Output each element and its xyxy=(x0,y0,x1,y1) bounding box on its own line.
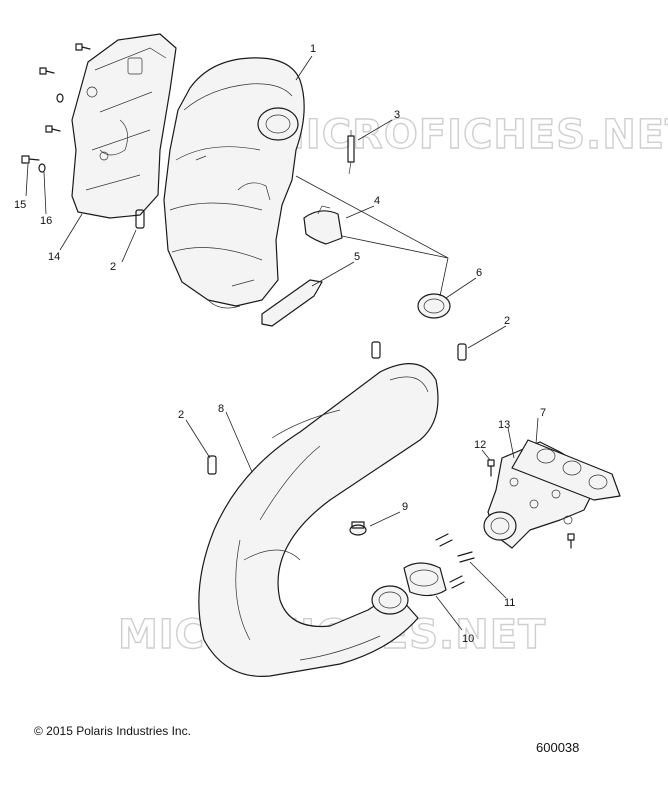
callout-1: 1 xyxy=(310,43,316,55)
bolts-12 xyxy=(487,459,575,549)
callout-2-right: 2 xyxy=(504,315,510,327)
callout-7: 7 xyxy=(540,407,546,419)
callout-4: 4 xyxy=(374,195,380,207)
heat-shield-14 xyxy=(71,33,177,219)
springs-2 xyxy=(135,209,467,475)
coupler-10 xyxy=(403,562,447,597)
grommet-9 xyxy=(349,521,367,536)
callout-8: 8 xyxy=(218,403,224,415)
clip-4 xyxy=(303,205,343,245)
callout-2-left: 2 xyxy=(110,261,116,273)
seal-6 xyxy=(417,293,451,319)
callout-9: 9 xyxy=(402,501,408,513)
watermark-top: MICROFICHES.NET xyxy=(265,112,668,158)
callout-2-lower: 2 xyxy=(178,409,184,421)
exhaust-pipe-8 xyxy=(198,363,439,677)
callout-10: 10 xyxy=(462,633,474,645)
callout-6: 6 xyxy=(476,267,482,279)
bolts-left xyxy=(21,43,91,173)
callout-numbers: 1 3 4 5 6 2 2 2 8 9 10 11 12 13 7 14 15 … xyxy=(14,43,546,645)
gasket-7 xyxy=(511,439,621,501)
callout-16: 16 xyxy=(40,215,52,227)
diagram-id: 600038 xyxy=(536,740,580,755)
guard-5 xyxy=(261,279,323,327)
callout-15: 15 xyxy=(14,199,26,211)
muffler-1 xyxy=(163,57,305,309)
callout-11: 11 xyxy=(504,597,515,609)
callout-12: 12 xyxy=(474,439,486,451)
leader-lines xyxy=(25,55,539,631)
springs-11 xyxy=(435,533,475,589)
callout-13: 13 xyxy=(498,419,510,431)
callout-14: 14 xyxy=(48,251,60,263)
callout-5: 5 xyxy=(354,251,360,263)
spring-3 xyxy=(347,130,355,175)
copyright-text: © 2015 Polaris Industries Inc. xyxy=(34,724,191,738)
callout-3: 3 xyxy=(394,109,400,121)
